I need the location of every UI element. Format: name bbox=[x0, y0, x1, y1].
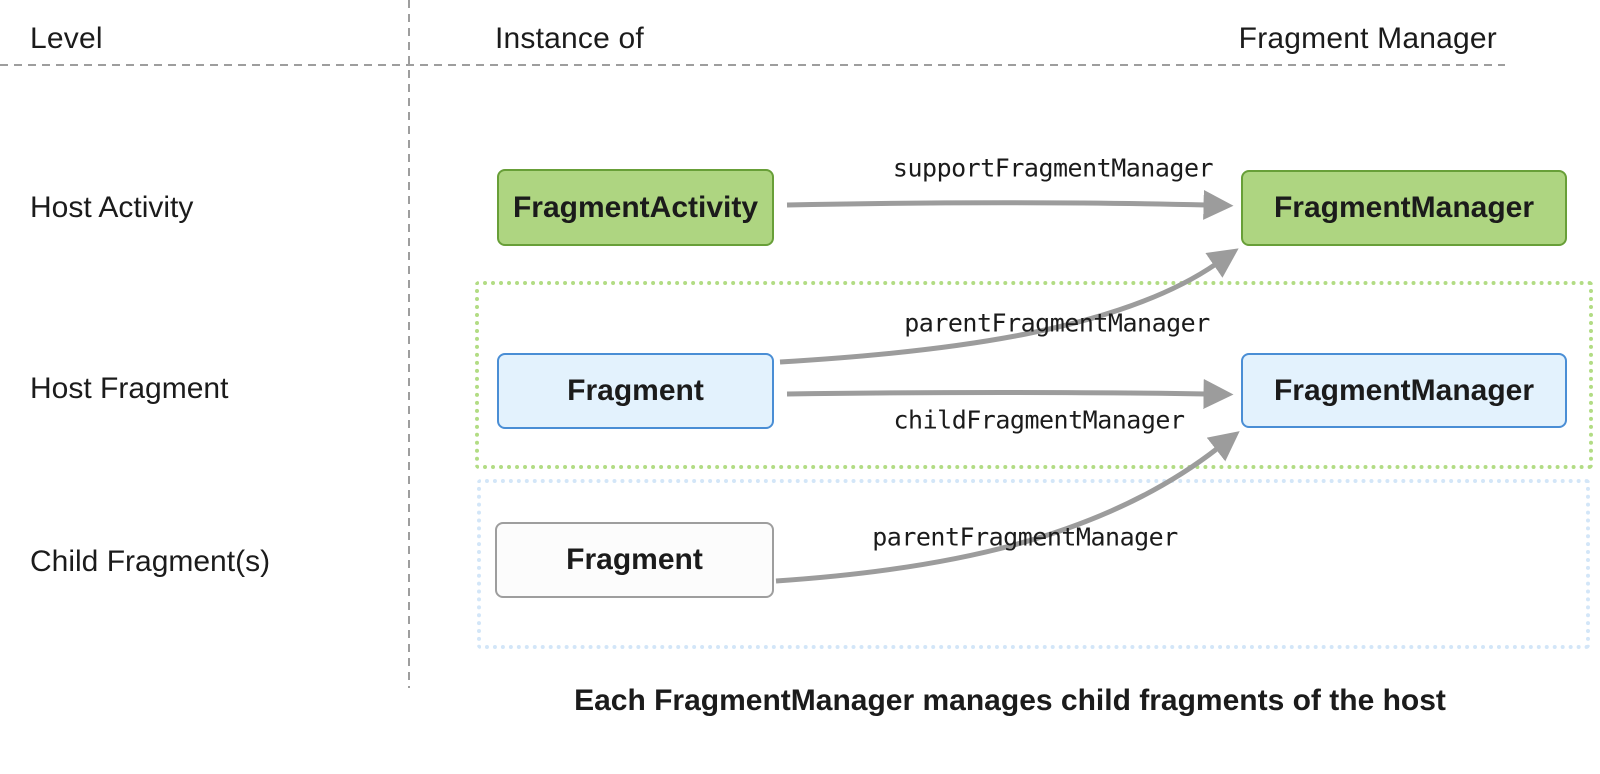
arrow-parent-fragment-manager-child bbox=[775, 431, 1240, 584]
node-fragment-activity: FragmentActivity bbox=[497, 169, 774, 246]
diagram-caption: Each FragmentManager manages child fragm… bbox=[574, 684, 1446, 717]
node-host-fragment: Fragment bbox=[497, 353, 774, 429]
arrow-parent-fragment-manager-host bbox=[779, 248, 1239, 365]
column-header-fragment-manager: Fragment Manager bbox=[1238, 22, 1497, 55]
host-fragment-group-outline bbox=[475, 281, 1593, 469]
arrow-child-fragment-manager bbox=[786, 378, 1234, 409]
header-divider-dashed bbox=[0, 64, 1505, 66]
arrow-support-fragment-manager bbox=[786, 189, 1234, 220]
arrow-label-support-fragment-manager: supportFragmentManager bbox=[892, 153, 1214, 183]
row-label-child-fragments: Child Fragment(s) bbox=[30, 545, 271, 578]
level-column-divider-dashed bbox=[408, 0, 410, 688]
arrow-label-child-fragment-manager: childFragmentManager bbox=[893, 405, 1185, 435]
arrow-label-parent-fragment-manager-host: parentFragmentManager bbox=[904, 308, 1210, 338]
child-fragment-group-outline bbox=[477, 479, 1590, 649]
node-child-fragment: Fragment bbox=[495, 522, 774, 598]
row-label-host-fragment: Host Fragment bbox=[30, 372, 229, 405]
arrow-label-parent-fragment-manager-child: parentFragmentManager bbox=[872, 522, 1178, 552]
node-activity-fragment-manager: FragmentManager bbox=[1241, 170, 1567, 246]
node-fragment-fragment-manager: FragmentManager bbox=[1241, 353, 1567, 428]
row-label-host-activity: Host Activity bbox=[30, 191, 194, 224]
column-header-level: Level bbox=[30, 22, 103, 55]
column-header-instance-of: Instance of bbox=[495, 22, 644, 55]
